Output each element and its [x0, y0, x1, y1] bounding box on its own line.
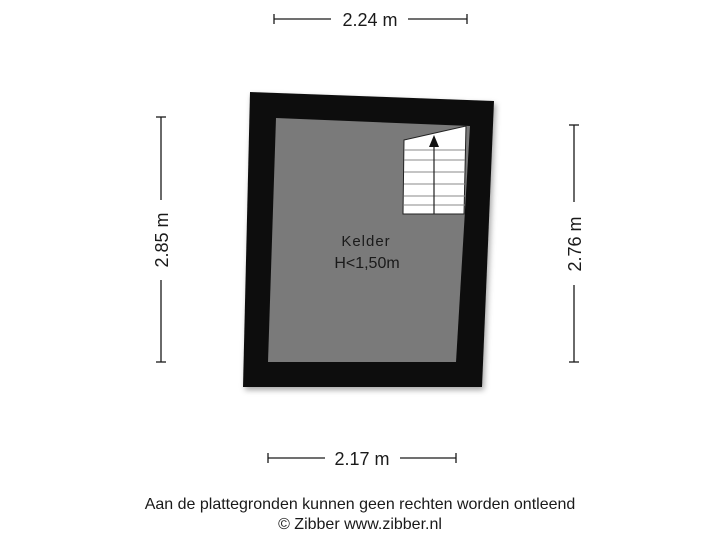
room-height-note: H<1,50m — [334, 255, 399, 272]
staircase — [402, 125, 467, 215]
room-name: Kelder — [341, 233, 390, 250]
dimension-left-label: 2.85 m — [152, 212, 172, 267]
dimension-left — [156, 116, 166, 363]
copyright-text: © Zibber www.zibber.nl — [278, 516, 442, 533]
dimension-bottom — [267, 453, 457, 463]
dimension-bottom-label: 2.17 m — [334, 449, 389, 469]
dimension-right — [569, 124, 579, 363]
stair-arrow-icon — [429, 135, 439, 147]
dimension-top — [273, 14, 468, 24]
dimension-top-label: 2.24 m — [342, 10, 397, 30]
disclaimer-text: Aan de plattegronden kunnen geen rechten… — [144, 496, 576, 513]
dimension-right-label: 2.76 m — [565, 216, 585, 271]
